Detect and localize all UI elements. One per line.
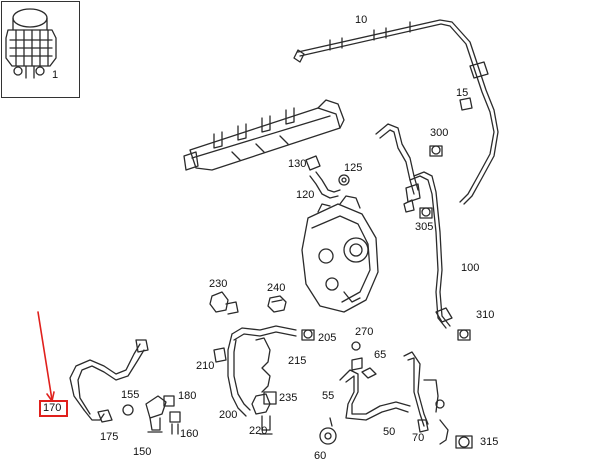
callout-160: 160 <box>180 428 199 440</box>
callout-210: 210 <box>196 360 215 372</box>
fitting-235-drawing <box>263 391 277 405</box>
fuel-filter-housing-drawing <box>5 8 57 79</box>
callout-150: 150 <box>133 446 152 458</box>
callout-100: 100 <box>461 262 480 274</box>
leak-off-line-drawing <box>293 19 499 205</box>
callout-215: 215 <box>288 355 307 367</box>
callout-130: 130 <box>288 158 307 170</box>
callout-230: 230 <box>209 278 228 290</box>
red-pointer-arrow-icon <box>37 311 55 402</box>
sensor-230-drawing <box>209 291 239 315</box>
callout-155: 155 <box>121 389 140 401</box>
callout-300: 300 <box>430 127 449 139</box>
callout-205: 205 <box>318 332 337 344</box>
callout-235: 235 <box>279 392 298 404</box>
callout-170: 170 <box>43 402 62 414</box>
return-line-50-drawing <box>319 341 473 449</box>
callout-15: 15 <box>456 87 469 99</box>
hose-170-drawing <box>69 339 149 421</box>
callout-65: 65 <box>374 349 387 361</box>
high-pressure-pump-drawing <box>301 195 379 313</box>
callout-120: 120 <box>296 189 315 201</box>
callout-220: 220 <box>249 425 268 437</box>
callout-315: 315 <box>480 436 499 448</box>
fittings-150-group-drawing <box>97 395 181 435</box>
highlight-box-part-170 <box>39 400 68 417</box>
callout-180: 180 <box>178 390 197 402</box>
fuel-rail-drawing <box>183 99 345 171</box>
callout-50: 50 <box>383 426 396 438</box>
callout-175: 175 <box>100 431 119 443</box>
callout-70: 70 <box>412 432 425 444</box>
fuel-line-200-drawing <box>213 325 315 435</box>
callout-1: 1 <box>52 69 59 81</box>
callout-60: 60 <box>314 450 327 462</box>
callout-10: 10 <box>355 14 368 26</box>
callout-55: 55 <box>322 390 335 402</box>
callout-240: 240 <box>267 282 286 294</box>
callout-305: 305 <box>415 221 434 233</box>
supply-line-drawing <box>375 123 471 341</box>
clip-part-15-drawing <box>459 97 473 111</box>
callout-125: 125 <box>344 162 363 174</box>
callout-270: 270 <box>355 326 374 338</box>
hose-120-drawing <box>305 155 350 199</box>
cap-240-drawing <box>267 295 287 313</box>
callout-200: 200 <box>219 409 238 421</box>
callout-310: 310 <box>476 309 495 321</box>
